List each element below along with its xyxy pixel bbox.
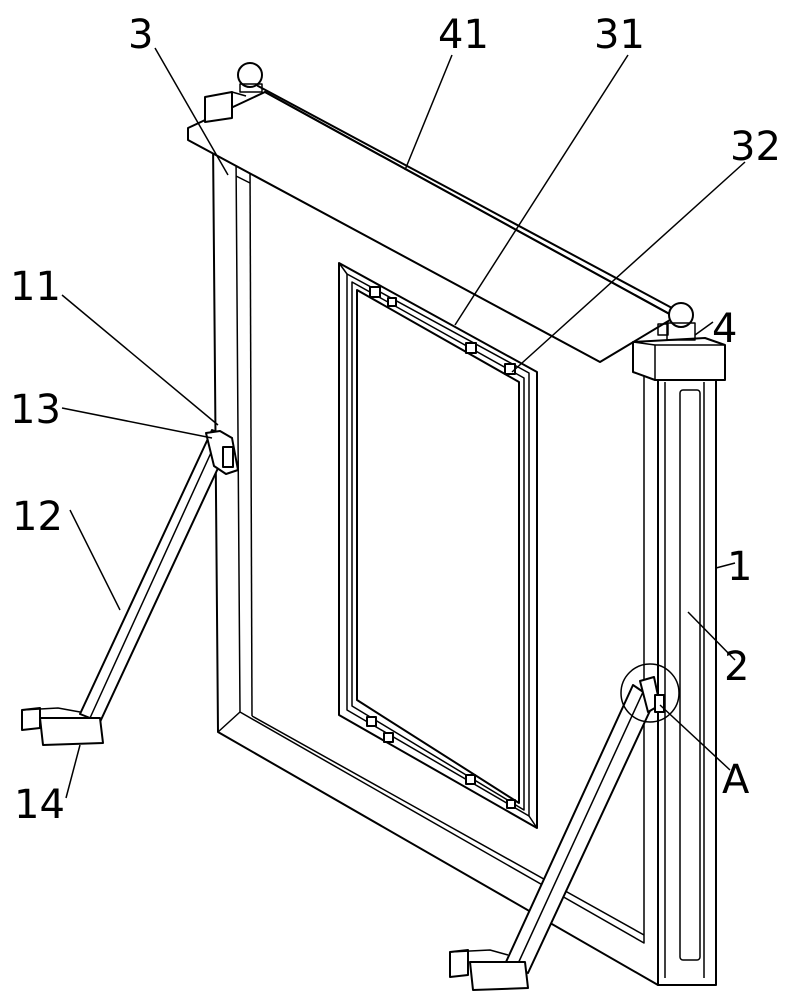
corner-block-right (632, 302, 726, 381)
clip-top-2 (387, 297, 397, 307)
right-brace (449, 663, 680, 991)
rail-slot (679, 389, 701, 961)
side-rail (657, 374, 717, 986)
leader-4 (694, 321, 714, 336)
label-13: 13 (10, 387, 61, 433)
right-foot (469, 961, 529, 991)
leader-3 (154, 47, 229, 176)
left-brace (21, 429, 239, 746)
right-knob (668, 302, 694, 328)
leader-lines (61, 47, 746, 799)
leader-14 (65, 744, 81, 799)
label-2: 2 (724, 644, 749, 690)
rail-body (657, 374, 717, 986)
top-knob (237, 62, 263, 88)
leader-41 (404, 54, 453, 171)
leader-13 (61, 407, 213, 439)
leader-12 (69, 509, 121, 611)
label-11: 11 (10, 264, 61, 310)
clip-bottom-2 (383, 732, 394, 743)
top-canopy (187, 85, 676, 363)
label-1: 1 (727, 544, 752, 590)
label-41: 41 (438, 12, 489, 58)
clip-bottom-3 (465, 774, 476, 785)
leader-11 (61, 294, 219, 426)
leader-31 (454, 54, 629, 326)
left-foot (39, 717, 104, 746)
label-14: 14 (14, 782, 65, 828)
leader-a (659, 704, 731, 771)
corner-block-top (204, 62, 263, 123)
clip-top-1 (369, 286, 381, 298)
label-3: 3 (128, 12, 153, 58)
label-31: 31 (594, 12, 645, 58)
detail-circle-a (620, 663, 680, 723)
clip-bottom-1 (366, 716, 377, 727)
label-4: 4 (712, 306, 737, 352)
tension-cable (257, 85, 673, 309)
clip-bottom-4 (506, 799, 516, 809)
label-32: 32 (730, 124, 781, 170)
right-pivot-pin (654, 694, 665, 713)
left-pivot-pin (222, 446, 234, 468)
leader-1 (715, 562, 736, 569)
clip-top-4 (504, 363, 516, 375)
label-12: 12 (12, 494, 63, 540)
clip-top-3 (465, 342, 477, 354)
window-assembly (338, 262, 538, 829)
callout-labels: 3 41 31 32 4 11 13 12 14 1 2 A (10, 12, 781, 828)
label-a: A (722, 757, 750, 803)
leader-32 (511, 161, 746, 373)
leader-2 (687, 611, 736, 661)
